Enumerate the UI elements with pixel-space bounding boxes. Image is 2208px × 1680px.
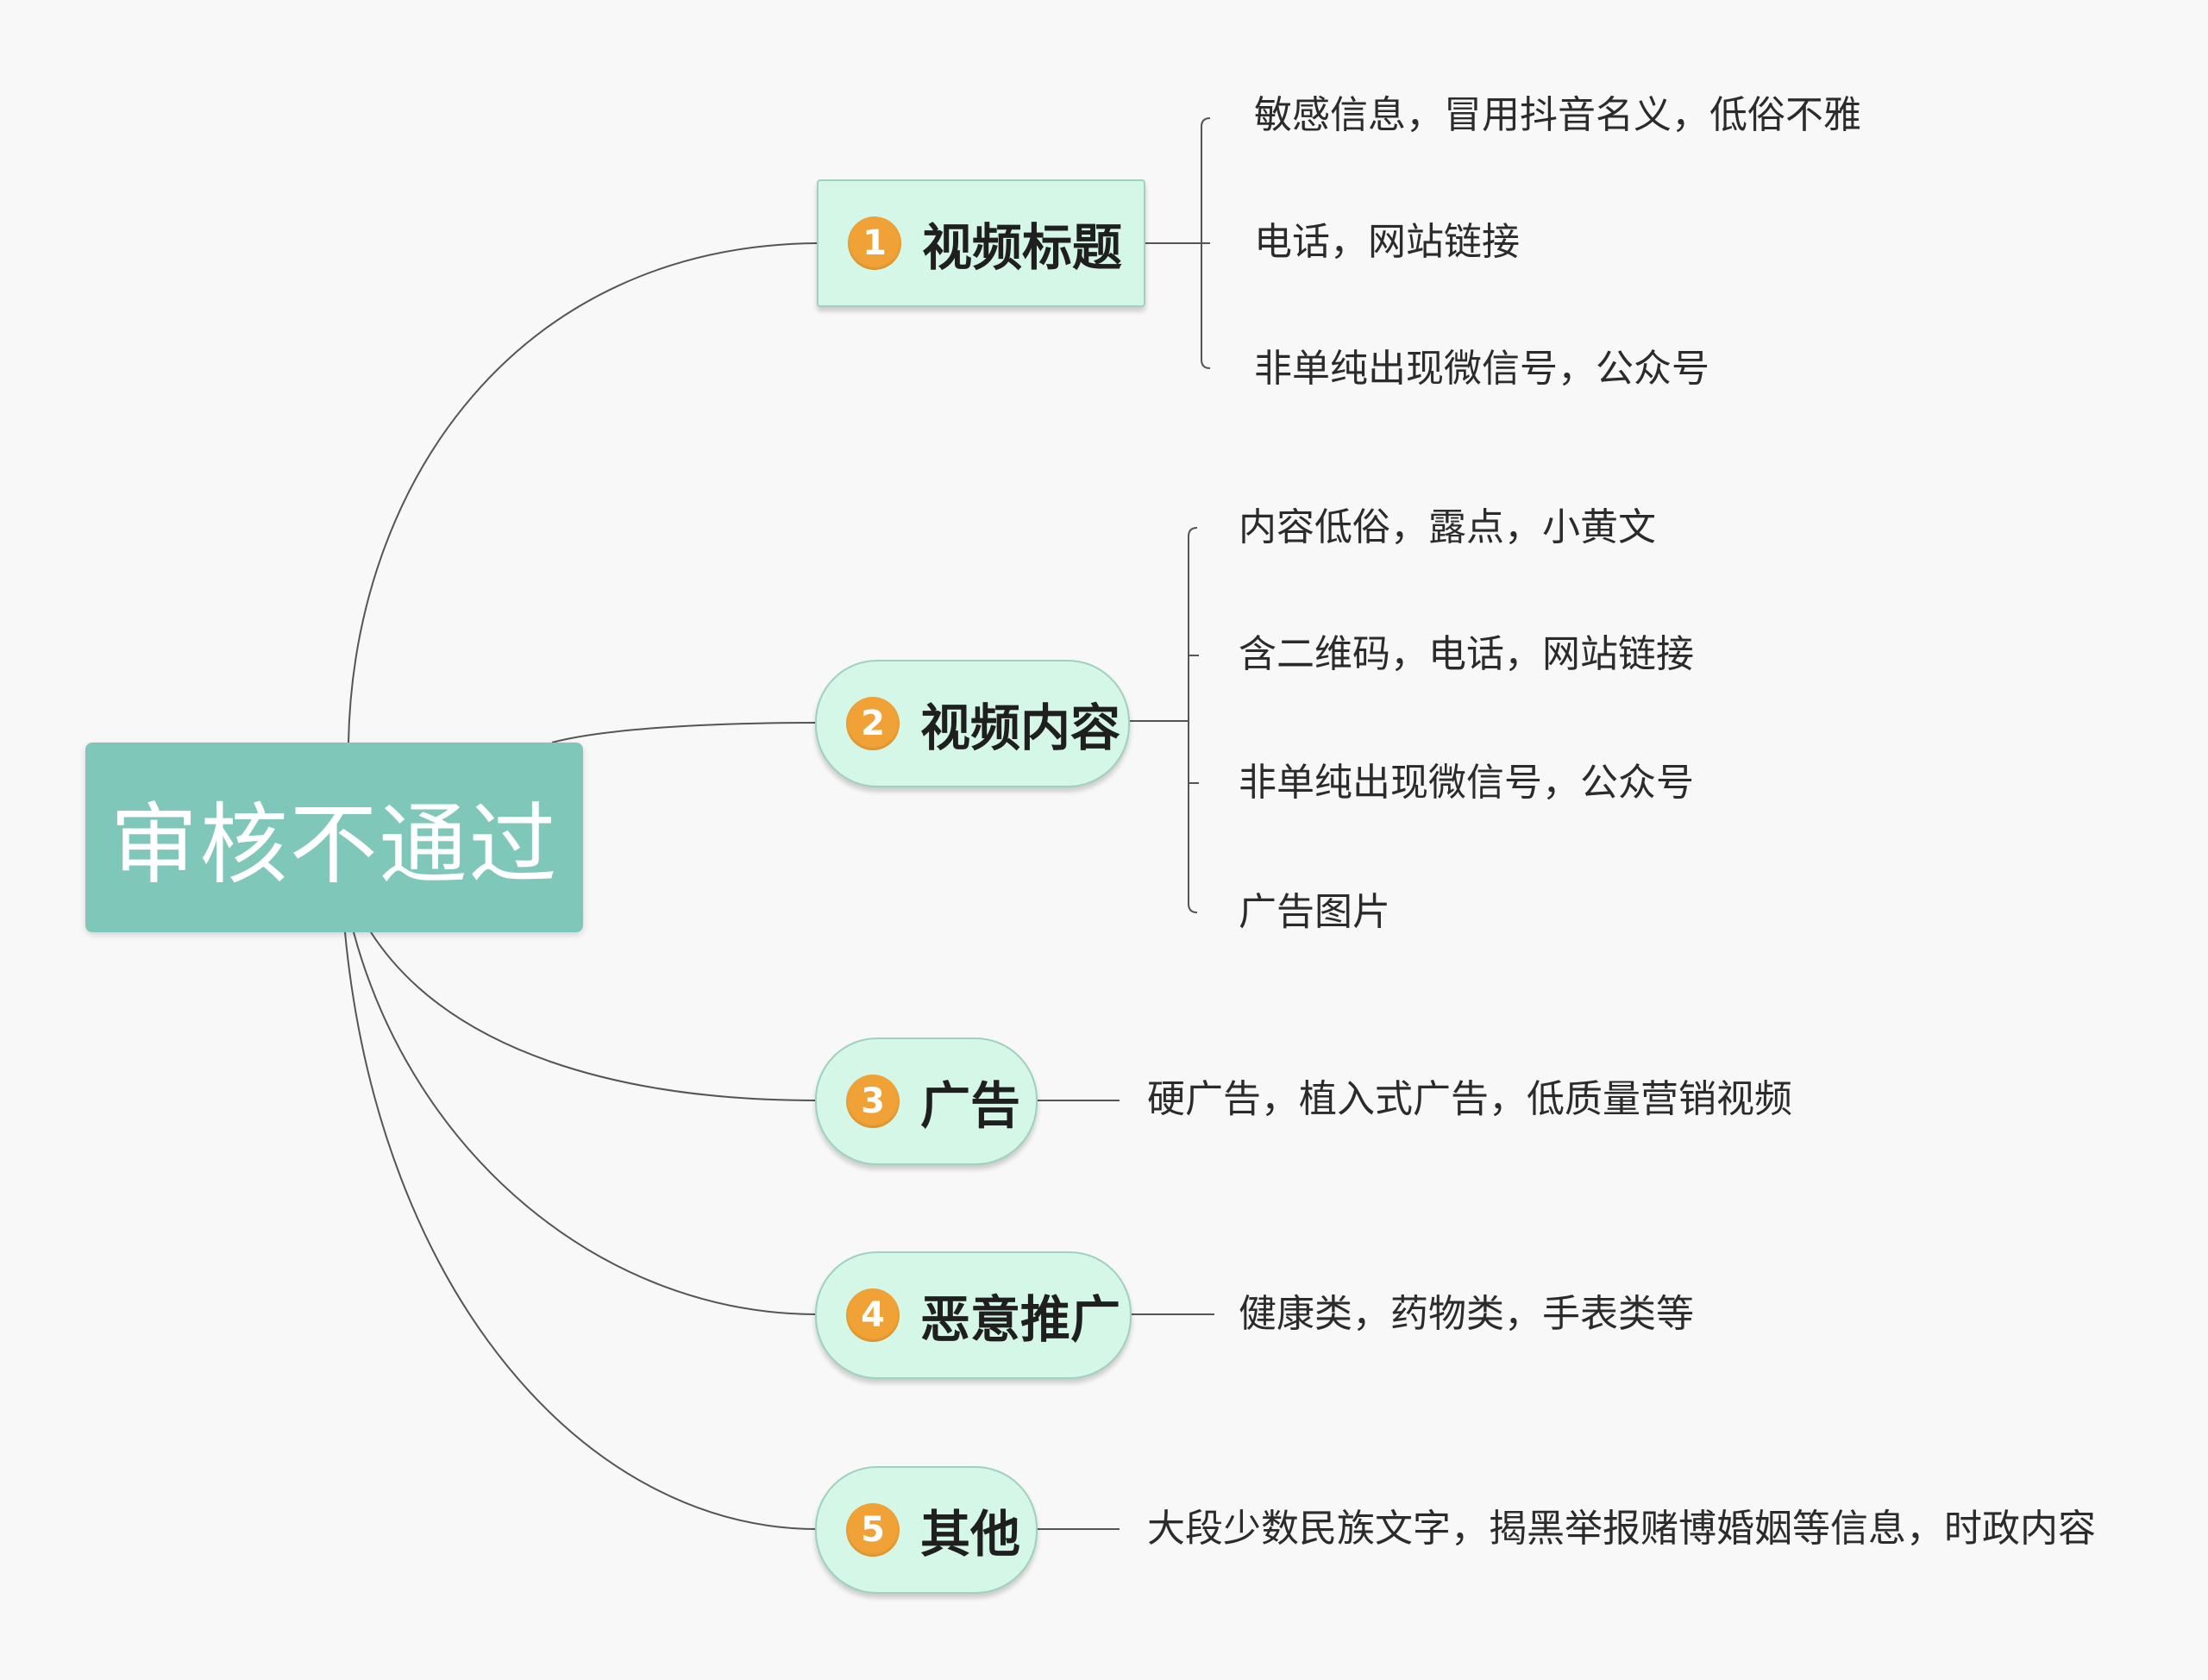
connector-root-branch-3 xyxy=(370,931,818,1101)
leaf-video-content-3[interactable]: 非单纯出现微信号，公众号 xyxy=(1239,761,1694,805)
branch-node-ads[interactable]: 3 广告 xyxy=(815,1037,1038,1165)
connector-root-branch-2 xyxy=(551,722,818,743)
root-node[interactable]: 审核不通过 xyxy=(85,743,583,932)
branch-label: 恶意推广 xyxy=(920,1290,1121,1349)
leaf-video-content-4[interactable]: 广告图片 xyxy=(1239,890,1390,934)
leaf-other-1[interactable]: 大段少数民族文字，揭黑举报赌博婚姻等信息，时政内容 xyxy=(1147,1507,2096,1551)
root-node-label: 审核不通过 xyxy=(110,793,559,897)
number-badge-4: 4 xyxy=(846,1288,900,1342)
connector-root-branch-4 xyxy=(353,931,818,1315)
branch-label: 其他 xyxy=(920,1505,1021,1564)
leaf-video-title-3[interactable]: 非单纯出现微信号，公众号 xyxy=(1254,347,1709,391)
connector-root-branch-5 xyxy=(344,931,818,1530)
branch-label: 广告 xyxy=(920,1076,1021,1135)
number-badge-3: 3 xyxy=(846,1075,900,1128)
connector-root-branch-1 xyxy=(348,242,818,743)
branch-node-video-title[interactable]: 1 视频标题 xyxy=(817,179,1145,307)
branch-node-video-content[interactable]: 2 视频内容 xyxy=(815,660,1130,787)
branch-label: 视频内容 xyxy=(920,699,1121,757)
number-badge-2: 2 xyxy=(846,697,900,750)
connector-branch-2-bracket xyxy=(1188,527,1198,913)
leaf-video-title-2[interactable]: 电话，网站链接 xyxy=(1254,220,1520,264)
branch-node-other[interactable]: 5 其他 xyxy=(815,1466,1038,1594)
branch-node-malicious-promotion[interactable]: 4 恶意推广 xyxy=(815,1251,1132,1379)
leaf-video-content-2[interactable]: 含二维码，电话，网站链接 xyxy=(1239,632,1694,676)
leaf-ads-1[interactable]: 硬广告，植入式广告，低质量营销视频 xyxy=(1147,1077,1792,1121)
number-badge-1: 1 xyxy=(848,216,901,270)
number-badge-5: 5 xyxy=(846,1503,900,1557)
leaf-video-content-1[interactable]: 内容低俗，露点，小黄文 xyxy=(1239,505,1656,549)
leaf-malicious-promotion-1[interactable]: 健康类，药物类，手表类等 xyxy=(1239,1292,1694,1336)
leaf-video-title-1[interactable]: 敏感信息，冒用抖音名义，低俗不雅 xyxy=(1254,93,1861,137)
branch-label: 视频标题 xyxy=(922,218,1123,277)
